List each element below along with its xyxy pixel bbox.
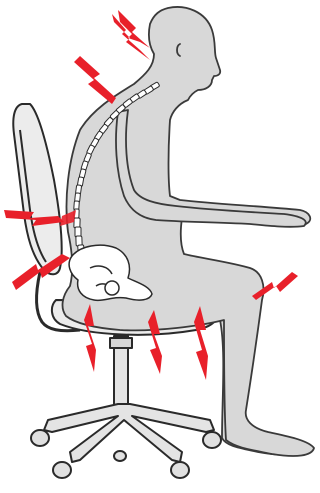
chair-backrest [13, 104, 61, 274]
chair-column-collar [110, 338, 132, 348]
pain-bolt-icon [74, 56, 116, 104]
person-silhouette-icon [63, 7, 314, 456]
pain-bolt-icon [112, 10, 150, 60]
chair-base [44, 404, 214, 462]
person-body [63, 7, 314, 456]
chair-casters [31, 430, 221, 478]
